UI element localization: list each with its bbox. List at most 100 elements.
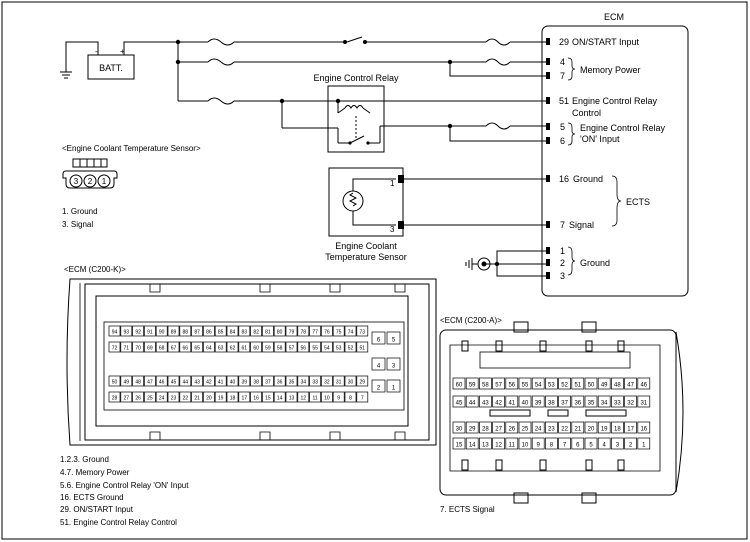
ecm-a-pin: 15 — [456, 443, 463, 449]
ecm-k-pin: 59 — [265, 346, 271, 352]
ecm-a-pin: 59 — [469, 383, 476, 389]
ecm-k-pin-cell — [332, 325, 345, 337]
thermistor-icon — [342, 178, 396, 226]
ecm-k-pin: 58 — [277, 346, 283, 352]
ecm-a-pin: 39 — [535, 401, 542, 407]
ecm-k-pin: 81 — [265, 330, 271, 336]
ecm-a-pin: 8 — [550, 443, 554, 449]
ecm-k-pin-cell — [120, 325, 133, 337]
ecm-k-pin: 49 — [124, 380, 130, 386]
ecm-k-connector-icon — [66, 278, 437, 446]
ecm-k-pin-cell — [250, 341, 262, 353]
ecm-a-pin: 11 — [509, 443, 516, 449]
ecm-a-pin-cell — [505, 377, 519, 390]
ects-pin: 1 — [102, 177, 107, 186]
ecm-k-pin: 35 — [289, 380, 295, 386]
sensor-label-1: Engine Coolant — [335, 241, 397, 251]
ecm-k-pin-cell — [120, 375, 133, 387]
ground-icon — [60, 71, 72, 79]
ecm-k-pin: 94 — [112, 330, 118, 336]
ecm-k-pin-cell — [262, 391, 274, 403]
ecm-k-pin-cell — [344, 325, 357, 337]
ecm-a-pin: 12 — [495, 443, 502, 449]
ecm-a-pin: 20 — [588, 427, 595, 433]
ecm-a-pin: 38 — [548, 401, 555, 407]
ecm-a-pin-cell — [571, 421, 585, 434]
ecm-a-pin-cell — [465, 377, 479, 390]
ecm-a-pin: 46 — [640, 383, 647, 389]
ects-connector-icon — [62, 158, 118, 189]
ecm-a-pin-cell — [518, 421, 532, 434]
ecm-k-pin-cell — [191, 325, 203, 337]
sensor-pin-1: 1 — [390, 179, 395, 188]
ecm-k-side-pin-cell — [386, 379, 401, 393]
ecm-k-pin: 62 — [230, 346, 236, 352]
ecm-title: ECM — [604, 12, 624, 22]
ecm-k-pin: 77 — [312, 330, 318, 336]
ecm-k-pin-cell — [332, 341, 345, 353]
ecm-a-pin: 52 — [561, 383, 568, 389]
ecm-k-pin: 30 — [348, 380, 354, 386]
ecm-a-pin-cell — [531, 377, 545, 390]
ecm-a-pin: 43 — [482, 401, 489, 407]
ecm-a-pin-cell — [584, 421, 598, 434]
ecm-a-pin: 7 — [563, 443, 567, 449]
ecm-k-pin-cell — [356, 325, 369, 337]
ecm-k-pin: 16 — [253, 396, 259, 402]
ecm-k-pin-cell — [108, 325, 121, 337]
ecm-a-pin-cell — [465, 395, 479, 408]
ecm-k-pin-cell — [273, 375, 286, 387]
ecm-k-pin: 52 — [348, 346, 354, 352]
ecm-k-pin: 34 — [301, 380, 307, 386]
ecm-k-pin: 13 — [289, 396, 295, 402]
ecm-a-pin: 19 — [601, 427, 608, 433]
ecm-k-pin: 18 — [230, 396, 236, 402]
ecm-k-pin-cell — [214, 325, 227, 337]
ecm-k-pin: 45 — [171, 380, 177, 386]
ecm-k-pin-cell — [179, 375, 192, 387]
relay-label: Engine Control Relay — [313, 73, 399, 83]
ecm-k-pin: 89 — [171, 330, 177, 336]
group-ects: ECTS — [626, 197, 650, 207]
ecm-k-pin-cell — [214, 391, 227, 403]
ecm-k-pin-cell — [214, 375, 227, 387]
sensor-label-2: Temperature Sensor — [325, 252, 407, 262]
ecm-k-pin-cell — [203, 325, 215, 337]
ecm-a-pin-cell — [545, 377, 558, 390]
ecm-k-pin: 32 — [324, 380, 330, 386]
ecm-a-pin: 47 — [627, 383, 634, 389]
ecm-k-side-pin: 2 — [377, 386, 381, 392]
ecm-k-legend: 51. Engine Control Relay Control — [60, 518, 177, 527]
wires — [65, 41, 546, 277]
ecm-a-pin-cell — [479, 421, 492, 434]
ecm-k-title: <ECM (C200-K)> — [64, 265, 126, 274]
ecm-k-legend: 1.2.3. Ground — [60, 455, 109, 464]
ecm-k-pin-cell — [191, 391, 203, 403]
ecm-k-pin: 91 — [147, 330, 153, 336]
ecm-k-pin: 68 — [159, 346, 165, 352]
ecm-a-pin: 41 — [508, 401, 515, 407]
ecm-a-pin: 37 — [561, 401, 568, 407]
ecm-a-pin-cell — [558, 421, 571, 434]
ecm-k-pin: 28 — [112, 396, 118, 402]
ecm-k-pin: 61 — [242, 346, 248, 352]
ecm-k-pin-cell — [309, 375, 321, 387]
ecm-k-pin-cell — [238, 325, 251, 337]
ecm-k-pin-cell — [250, 375, 262, 387]
ecm-k-pin-cell — [167, 391, 180, 403]
ecm-k-pin-cell — [238, 375, 251, 387]
ecm-k-pin: 27 — [124, 396, 130, 402]
junction-dots — [175, 39, 500, 267]
ecm-k-pin-cell — [297, 375, 310, 387]
pin-3-num: 3 — [560, 271, 565, 281]
ecm-k-pin-cell — [309, 325, 321, 337]
ecm-a-pin: 31 — [640, 401, 647, 407]
ecm-k-pin-cell — [155, 375, 168, 387]
ecm-k-pin: 25 — [147, 396, 153, 402]
ecm-k-pin: 55 — [312, 346, 318, 352]
ecm-k-pin: 63 — [218, 346, 224, 352]
ecm-a-pin-cell — [597, 395, 611, 408]
ecm-k-pin-cell — [226, 325, 239, 337]
ecm-k-pin: 80 — [277, 330, 283, 336]
ecm-k-pin: 33 — [312, 380, 318, 386]
